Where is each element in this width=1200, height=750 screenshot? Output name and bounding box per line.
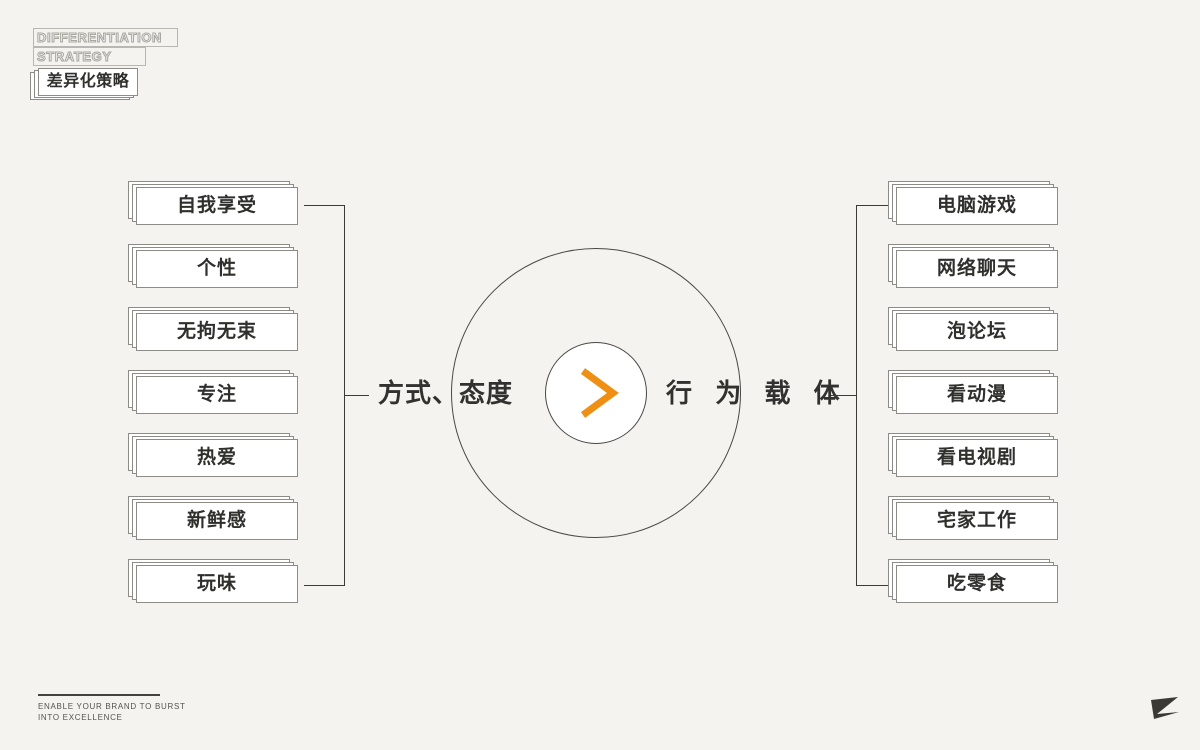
inner-circle (545, 342, 647, 444)
left-card-7[interactable]: 玩味 (128, 559, 298, 603)
left-bracket-bottom-stub (304, 585, 344, 586)
logo-en-box-1 (33, 28, 178, 47)
outer-ring (451, 248, 741, 538)
card-layer-front (136, 313, 298, 351)
card-layer-front (896, 502, 1058, 540)
footer-rule (38, 694, 160, 696)
right-card-4[interactable]: 看动漫 (888, 370, 1058, 414)
card-layer-front (136, 565, 298, 603)
left-bracket-top-stub (304, 205, 344, 206)
brand-logo: DIFFERENTIATION STRATEGY 差异化策略 (30, 28, 210, 100)
card-layer-front (136, 439, 298, 477)
right-bracket-spine (856, 205, 857, 586)
logo-cn-stack: 差异化策略 (30, 68, 140, 100)
footer-tagline: ENABLE YOUR BRAND TO BURST INTO EXCELLEN… (38, 694, 268, 723)
footer-text: ENABLE YOUR BRAND TO BURST INTO EXCELLEN… (38, 702, 186, 722)
right-card-1-label: 电脑游戏 (936, 195, 1017, 216)
left-card-7-label: 玩味 (196, 573, 237, 594)
card-layer-front (896, 250, 1058, 288)
left-card-1-label: 自我享受 (176, 195, 257, 216)
logo-cn-label: 差异化策略 (46, 73, 130, 90)
left-card-1[interactable]: 自我享受 (128, 181, 298, 225)
right-card-5-label: 看电视剧 (936, 447, 1017, 468)
card-layer-front (136, 250, 298, 288)
right-card-6-label: 宅家工作 (936, 510, 1017, 531)
right-card-2[interactable]: 网络聊天 (888, 244, 1058, 288)
right-bracket-top-stub (856, 205, 896, 206)
right-card-5[interactable]: 看电视剧 (888, 433, 1058, 477)
right-card-7[interactable]: 吃零食 (888, 559, 1058, 603)
card-layer-front (136, 502, 298, 540)
logo-en-line2: STRATEGY (37, 49, 112, 65)
right-card-1[interactable]: 电脑游戏 (888, 181, 1058, 225)
right-bracket-bottom-stub (856, 585, 896, 586)
left-card-4-label: 专注 (196, 384, 237, 405)
left-card-2[interactable]: 个性 (128, 244, 298, 288)
logo-en-line1: DIFFERENTIATION (36, 30, 163, 46)
right-card-2-label: 网络聊天 (936, 258, 1017, 279)
right-bracket-center-stub (831, 395, 856, 396)
card-layer-front (136, 376, 298, 414)
left-card-5[interactable]: 热爱 (128, 433, 298, 477)
logo-en-box-2 (33, 47, 146, 66)
right-card-7-label: 吃零食 (946, 573, 1007, 594)
card-layer-front (896, 376, 1058, 414)
card-layer-front (896, 565, 1058, 603)
chevron-right-icon (545, 342, 647, 444)
right-card-3-label: 泡论坛 (946, 321, 1007, 342)
center-right-label: 行 为 载 体 (666, 378, 848, 408)
left-card-2-label: 个性 (196, 258, 237, 279)
left-card-5-label: 热爱 (196, 447, 237, 468)
z-monogram-icon (1145, 688, 1185, 728)
card-layer-front (136, 187, 298, 225)
left-bracket-center-stub (344, 395, 369, 396)
left-connector-bracket (304, 200, 369, 590)
logo-cn-layer-front (38, 68, 138, 96)
right-card-3[interactable]: 泡论坛 (888, 307, 1058, 351)
left-card-6-label: 新鲜感 (186, 510, 247, 531)
left-card-3[interactable]: 无拘无束 (128, 307, 298, 351)
card-layer-front (896, 187, 1058, 225)
left-card-3-label: 无拘无束 (176, 321, 257, 342)
right-card-4-label: 看动漫 (946, 384, 1007, 405)
right-connector-bracket (831, 200, 896, 590)
card-layer-front (896, 313, 1058, 351)
left-card-4[interactable]: 专注 (128, 370, 298, 414)
left-card-6[interactable]: 新鲜感 (128, 496, 298, 540)
card-layer-front (896, 439, 1058, 477)
right-card-6[interactable]: 宅家工作 (888, 496, 1058, 540)
